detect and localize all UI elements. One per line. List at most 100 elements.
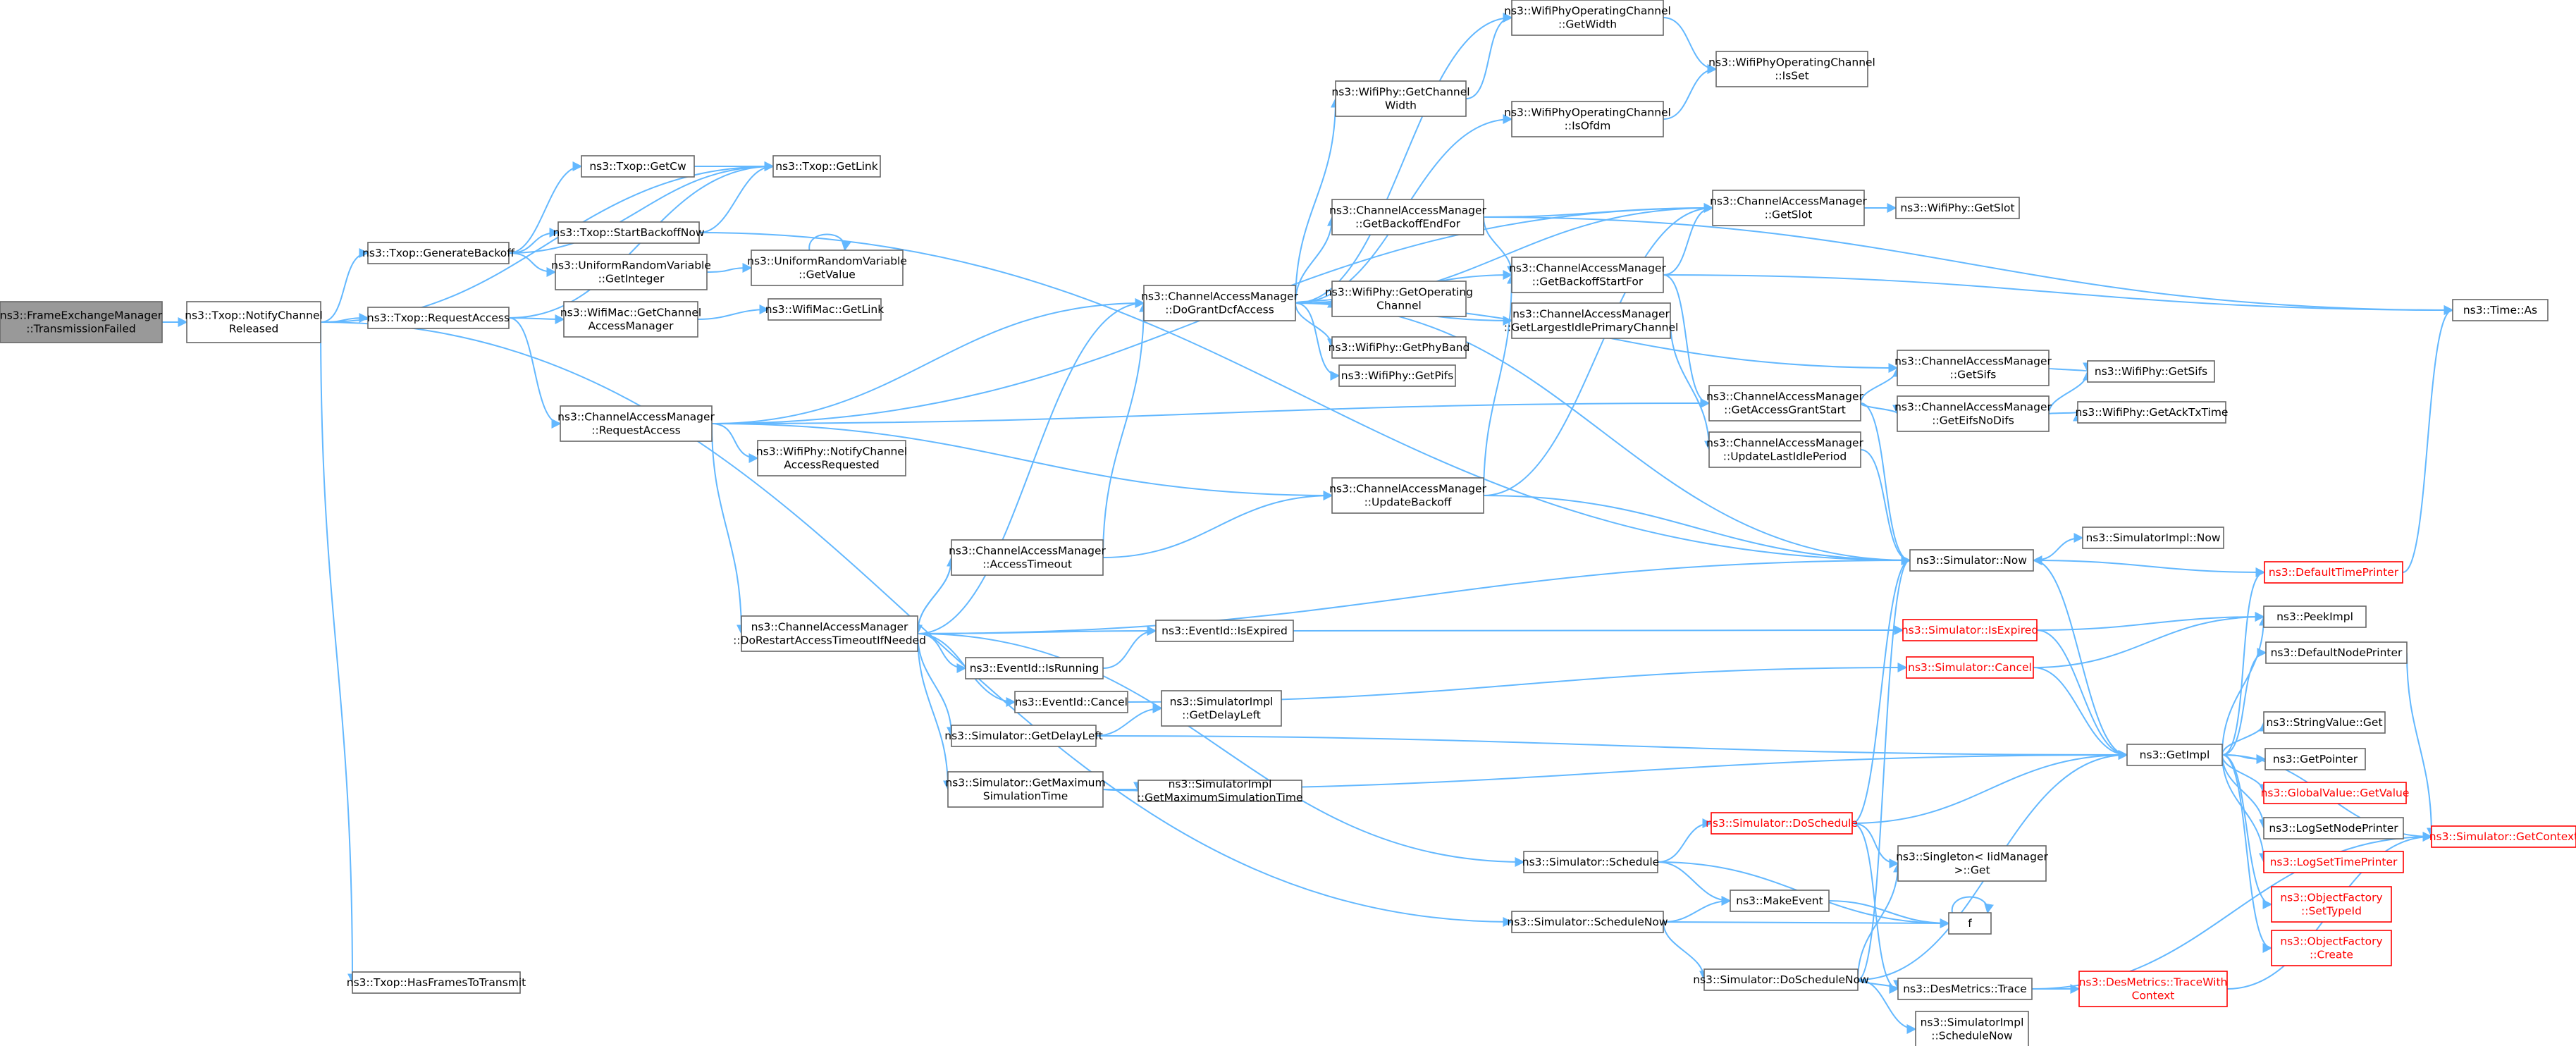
node-urvval[interactable]: ns3::UniformRandomVariable::GetValue <box>747 250 907 286</box>
node-wpopcwidth[interactable]: ns3::WifiPhyOperatingChannel::GetWidth <box>1504 0 1671 36</box>
node-wpack[interactable]: ns3::WifiPhy::GetAckTxTime <box>2076 401 2229 424</box>
node-objsettype[interactable]: ns3::ObjectFactory::SetTypeId <box>2271 886 2392 923</box>
node-timeas[interactable]: ns3::Time::As <box>2452 299 2549 321</box>
node-strget[interactable]: ns3::StringValue::Get <box>2263 711 2386 734</box>
node-box <box>1897 395 2050 432</box>
node-simnow[interactable]: ns3::Simulator::Now <box>1909 549 2034 572</box>
node-box <box>965 657 1104 679</box>
node-reqaccess[interactable]: ns3::Txop::RequestAccess <box>367 307 510 329</box>
node-txgetlink[interactable]: ns3::Txop::GetLink <box>772 155 881 178</box>
node-fnode[interactable]: f <box>1948 912 1992 935</box>
node-eidrunning[interactable]: ns3::EventId::IsRunning <box>965 657 1104 679</box>
node-camupdback[interactable]: ns3::ChannelAccessManager::UpdateBackoff <box>1329 477 1487 514</box>
node-simisexpired[interactable]: ns3::Simulator::IsExpired <box>1902 619 2038 641</box>
node-eidexpired[interactable]: ns3::EventId::IsExpired <box>1155 620 1294 642</box>
node-getcw[interactable]: ns3::Txop::GetCw <box>581 155 695 178</box>
edge-camrestart-camgrant <box>917 298 1145 634</box>
node-label: ns3::WifiMac::GetChannel <box>560 307 701 319</box>
node-label: ::TransmissionFailed <box>26 323 136 336</box>
node-box <box>0 301 163 343</box>
edge-simschednow-fnode <box>1663 918 1950 928</box>
node-simmaxtime[interactable]: ns3::Simulator::GetMaximumSimulationTime <box>945 771 1106 808</box>
node-camlastidle[interactable]: ns3::ChannelAccessManager::UpdateLastIdl… <box>1706 431 1864 468</box>
node-lognode[interactable]: ns3::LogSetNodePrinter <box>2263 817 2404 839</box>
node-defaultnode[interactable]: ns3::DefaultNodePrinter <box>2265 641 2408 664</box>
node-label: ns3::ChannelAccessManager <box>1329 204 1486 217</box>
node-label: ns3::LogSetTimePrinter <box>2270 856 2398 868</box>
node-camgrantstart[interactable]: ns3::ChannelAccessManager::GetAccessGran… <box>1706 385 1864 422</box>
edge-makeevent-fnode <box>1828 900 1950 928</box>
node-root[interactable]: ns3::FrameExchangeManager::TransmissionF… <box>0 301 163 343</box>
node-wpopcisset[interactable]: ns3::WifiPhyOperatingChannel::IsSet <box>1708 51 1875 87</box>
node-label: SimulationTime <box>983 790 1068 803</box>
node-genbackoff[interactable]: ns3::Txop::GenerateBackoff <box>362 242 514 264</box>
node-simdoschednow[interactable]: ns3::Simulator::DoScheduleNow <box>1693 968 1869 991</box>
node-camgrant[interactable]: ns3::ChannelAccessManager::DoGrantDcfAcc… <box>1141 285 1299 321</box>
node-wpslot[interactable]: ns3::WifiPhy::GetSlot <box>1895 197 2020 219</box>
node-box <box>1335 80 1467 117</box>
node-getimpl[interactable]: ns3::GetImpl <box>2126 744 2223 766</box>
node-label: ns3::ChannelAccessManager <box>1329 483 1486 496</box>
node-simdelay[interactable]: ns3::Simulator::GetDelayLeft <box>944 725 1103 747</box>
node-getpointer[interactable]: ns3::GetPointer <box>2264 748 2366 770</box>
node-camslot[interactable]: ns3::ChannelAccessManager::GetSlot <box>1710 190 1868 226</box>
node-camsifs[interactable]: ns3::ChannelAccessManager::GetSifs <box>1894 350 2052 386</box>
node-box <box>2271 886 2392 923</box>
node-simsched[interactable]: ns3::Simulator::Schedule <box>1522 851 1659 873</box>
node-wpopcofdm[interactable]: ns3::WifiPhyOperatingChannel::IsOfdm <box>1504 101 1671 137</box>
node-camstartfor[interactable]: ns3::ChannelAccessManager::GetBackoffSta… <box>1509 257 1667 293</box>
node-wpsifs[interactable]: ns3::WifiPhy::GetSifs <box>2087 360 2215 383</box>
node-simgetctx[interactable]: ns3::Simulator::GetContext <box>2429 825 2576 848</box>
node-label: ::GetMaximumSimulationTime <box>1138 792 1303 804</box>
node-wmgetlink[interactable]: ns3::WifiMac::GetLink <box>765 298 884 321</box>
node-globalval[interactable]: ns3::GlobalValue::GetValue <box>2261 782 2410 804</box>
edge-simdosched-singleton <box>1851 823 1899 868</box>
node-label: AccessRequested <box>784 459 879 472</box>
node-logtime[interactable]: ns3::LogSetTimePrinter <box>2263 851 2404 873</box>
node-simdosched[interactable]: ns3::Simulator::DoSchedule <box>1706 812 1858 835</box>
node-camendfor[interactable]: ns3::ChannelAccessManager::GetBackoffEnd… <box>1329 199 1487 235</box>
node-peekimpl[interactable]: ns3::PeekImpl <box>2263 605 2367 628</box>
edge-cameifs-wpsifs <box>2048 370 2093 414</box>
node-label: ns3::WifiPhy::NotifyChannel <box>756 445 907 458</box>
node-objcreate[interactable]: ns3::ObjectFactory::Create <box>2271 930 2392 966</box>
node-defaulttime[interactable]: ns3::DefaultTimePrinter <box>2264 561 2403 584</box>
node-label: ns3::Simulator::DoSchedule <box>1706 817 1858 830</box>
node-label: ns3::WifiPhy::GetAckTxTime <box>2076 406 2229 419</box>
node-label: ns3::Simulator::Now <box>1916 554 2027 567</box>
node-singleton[interactable]: ns3::Singleton< IidManager>::Get <box>1896 845 2049 882</box>
node-hasframes[interactable]: ns3::Txop::HasFramesToTransmit <box>347 971 526 994</box>
node-eidcancel[interactable]: ns3::EventId::Cancel <box>1014 691 1128 713</box>
node-startbackoff[interactable]: ns3::Txop::StartBackoffNow <box>553 221 705 244</box>
node-wppifs[interactable]: ns3::WifiPhy::GetPifs <box>1338 364 1456 387</box>
node-wpband[interactable]: ns3::WifiPhy::GetPhyBand <box>1329 336 1470 359</box>
node-camrestart[interactable]: ns3::ChannelAccessManager::DoRestartAcce… <box>733 615 926 652</box>
node-label: ns3::Simulator::IsExpired <box>1902 624 2038 636</box>
node-makeevent[interactable]: ns3::MakeEvent <box>1730 890 1830 912</box>
node-cameifs[interactable]: ns3::ChannelAccessManager::GetEifsNoDifs <box>1894 395 2052 432</box>
node-wpnotify[interactable]: ns3::WifiPhy::NotifyChannelAccessRequest… <box>756 440 907 476</box>
node-label: ns3::WifiPhyOperatingChannel <box>1504 106 1671 119</box>
node-simcancel[interactable]: ns3::Simulator::Cancel <box>1906 656 2034 679</box>
node-camlargest[interactable]: ns3::ChannelAccessManager::GetLargestIdl… <box>1504 302 1679 339</box>
edge-camupdback-camslot <box>1483 203 1714 496</box>
node-simimplschednow[interactable]: ns3::SimulatorImpl::ScheduleNow <box>1915 1011 2029 1046</box>
node-destrace[interactable]: ns3::DesMetrics::Trace <box>1897 978 2033 1000</box>
edge-simisexpired-getimpl <box>2036 629 2128 760</box>
node-simimplnow[interactable]: ns3::SimulatorImpl::Now <box>2082 527 2224 549</box>
edge-simdoschednow-simimplschednow <box>1857 979 1917 1034</box>
node-simimplmax[interactable]: ns3::SimulatorImpl::GetMaximumSimulation… <box>1138 778 1303 804</box>
node-simimpldelay[interactable]: ns3::SimulatorImpl::GetDelayLeft <box>1161 690 1282 727</box>
node-simschednow[interactable]: ns3::Simulator::ScheduleNow <box>1507 911 1668 933</box>
node-camtimeout[interactable]: ns3::ChannelAccessManager::AccessTimeout <box>949 539 1107 576</box>
node-camreq[interactable]: ns3::ChannelAccessManager::RequestAccess <box>557 405 715 442</box>
edge-getimpl-globalval <box>2221 754 2269 794</box>
node-label: ns3::Singleton< IidManager <box>1896 851 2048 863</box>
node-urvint[interactable]: ns3::UniformRandomVariable::GetInteger <box>551 254 711 290</box>
